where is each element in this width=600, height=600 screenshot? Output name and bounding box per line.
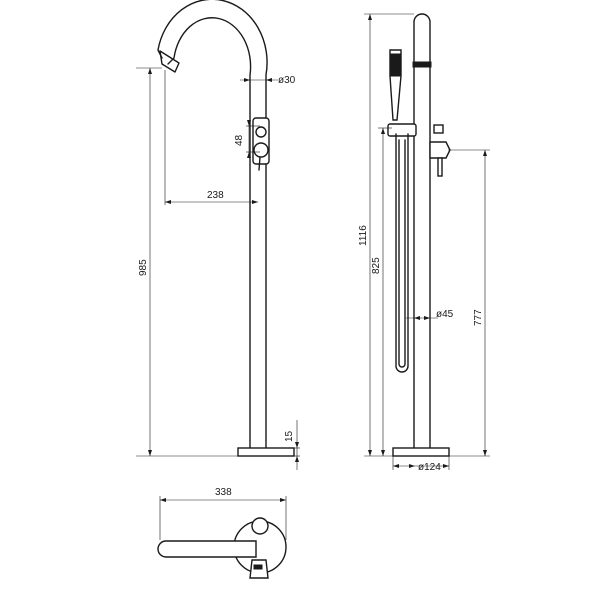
dim-mixer-height: 777 [448,149,490,457]
spout-outlet [159,50,180,73]
mixer-lever [429,141,451,159]
top-view: 338 [157,487,287,579]
handshower-cradle [412,61,432,68]
lever-handle [258,156,261,171]
dim-handshower-height: 825 [371,127,392,456]
side-base-plate [392,447,450,457]
label-total-depth: 338 [215,487,232,498]
label-spout-reach: 238 [207,190,224,201]
dim-hose: ø45 [406,309,454,320]
label-total-height: 1116 [358,225,369,246]
label-hose: ø45 [436,309,454,320]
lever-top-circle [255,126,267,138]
side-view: 1116 825 ø45 777 [358,13,490,473]
plan-column-circle [251,517,269,535]
label-handshower-height: 825 [371,257,382,274]
dim-base-height: 15 [284,420,300,470]
handshower-face [390,53,401,77]
label-base-height: 15 [284,430,295,442]
dim-base-diameter: ø124 [392,456,450,473]
plan-lever-tip [253,564,263,570]
label-mixer-height: 777 [473,309,484,326]
label-lever-height: 48 [234,134,245,146]
column [413,13,431,449]
dim-spout-reach: 238 [164,70,258,205]
dim-total-height: 1116 [358,13,414,457]
plan-spout [157,540,257,558]
base-plate [237,447,295,457]
dim-pipe-diameter: ø30 [240,75,296,86]
lever-bottom-circle [253,142,269,158]
front-view: ø30 48 238 985 [136,0,300,470]
label-spout-height: 985 [138,259,149,276]
gooseneck-spout-inner [157,0,268,449]
dim-spout-height: 985 [136,67,238,457]
hose [395,133,409,373]
hose-inner [398,139,406,368]
hose-clamp [387,123,417,137]
dim-total-depth: 338 [159,487,287,540]
gooseneck-spout [167,17,252,449]
label-base-diameter: ø124 [418,462,441,473]
label-spout-pipe: ø30 [278,75,296,86]
mixer-handle-stem [437,157,443,177]
diverter-knob [433,124,444,134]
dim-lever-height: 48 [234,120,260,158]
